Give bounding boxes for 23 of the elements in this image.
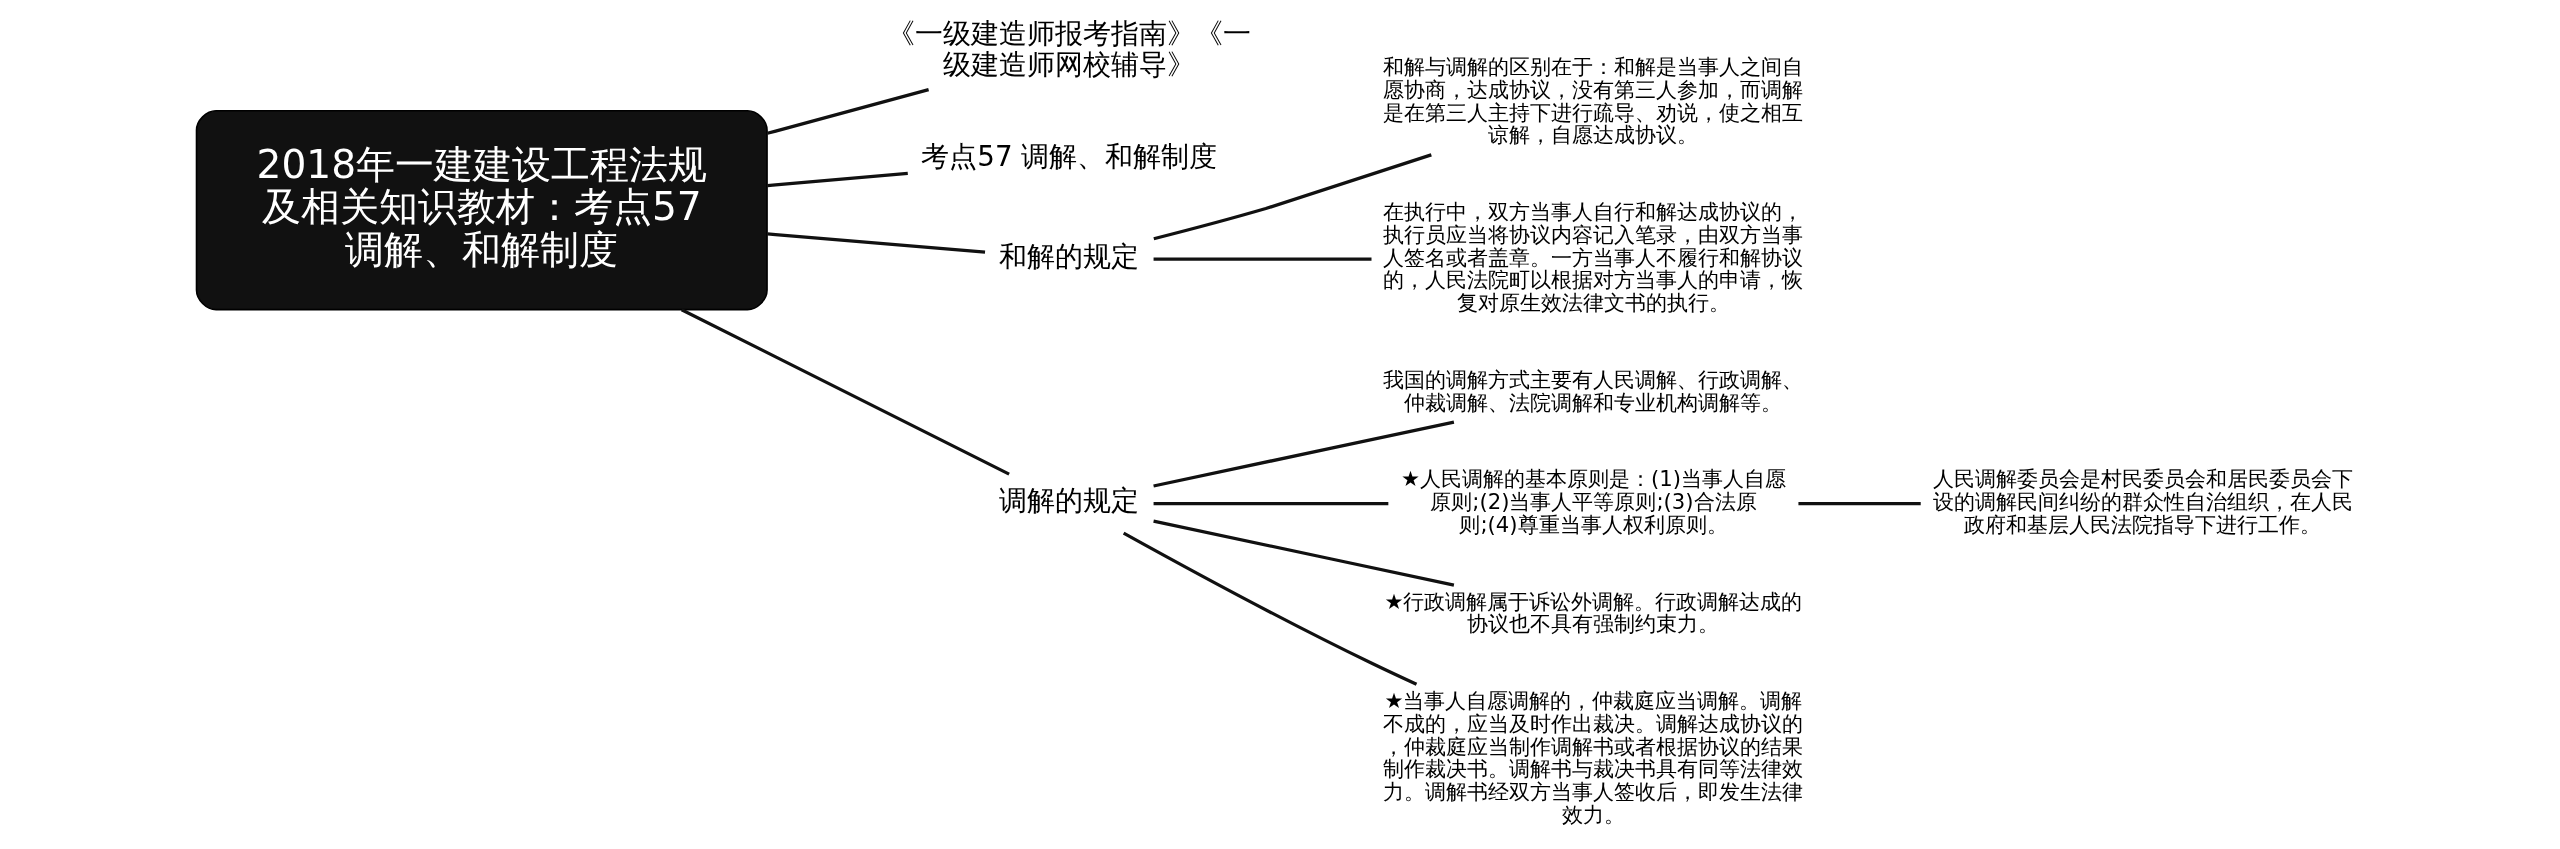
node-text: 在执行中，双方当事人自行和解达成协议的，执行员应当将协议内容记入笔录，由双方当事人签名或者盖章。一方当事人不履行和解协议的，人民法院町以根据对方当事人的申请，恢复对原生效法律文书的执行。 [1382, 198, 1803, 316]
connector [766, 171, 908, 188]
node-text: 和解与调解的区别在于：和解是当事人之间自愿协商，达成协议，没有第三人参加，而调解是在第三人主持下进行疏导、劝说，使之相互谅解，自愿达成协议。 [1382, 53, 1803, 148]
connector [1152, 519, 1454, 587]
node-text: 和解的规定 [998, 239, 1139, 273]
node-text: 人民调解委员会是村民委员会和居民委员会下设的调解民间纠纷的群众性自治组织，在人民政府和基层人民法院指导下进行工作。 [1932, 466, 2353, 537]
node-text: ★当事人自愿调解的，仲裁庭应当调解。调解不成的，应当及时作出裁决。调解达成协议的，仲裁庭应当制作调解书或者根据协议的结果制作裁决书。调解书与裁决书具有同等法律效力。调解书经双方当事人签收后，即发生法律效力。 [1382, 687, 1803, 828]
node-box: 2018年一建建设工程法规及相关知识教材：考点57 调解、和解制度 [195, 109, 768, 311]
connector [680, 308, 1010, 476]
node-text: 《一级建造师报考指南》《一级建造师网校辅导》 [886, 17, 1251, 82]
node-text: ★人民调解的基本原则是：(1)当事人自愿原则;(2)当事人平等原则;(3)合法原则;(4)尊重当事人权利原则。 [1400, 466, 1786, 537]
connector [1153, 501, 1388, 506]
connector [1797, 501, 1921, 506]
connector [1152, 153, 1432, 241]
node-text: 考点57 调解、和解制度 [920, 140, 1217, 174]
connector [1122, 531, 1417, 686]
node-text: 我国的调解方式主要有人民调解、行政调解、仲裁调解、法院调解和专业机构调解等。 [1382, 366, 1803, 415]
node-text: 调解的规定 [998, 484, 1139, 518]
connector [1153, 257, 1371, 261]
node-text: ★行政调解属于诉讼外调解。行政调解达成的协议也不具有强制约束力。 [1383, 588, 1802, 637]
connector [1152, 420, 1454, 488]
connector [766, 232, 985, 254]
connector [766, 88, 929, 135]
